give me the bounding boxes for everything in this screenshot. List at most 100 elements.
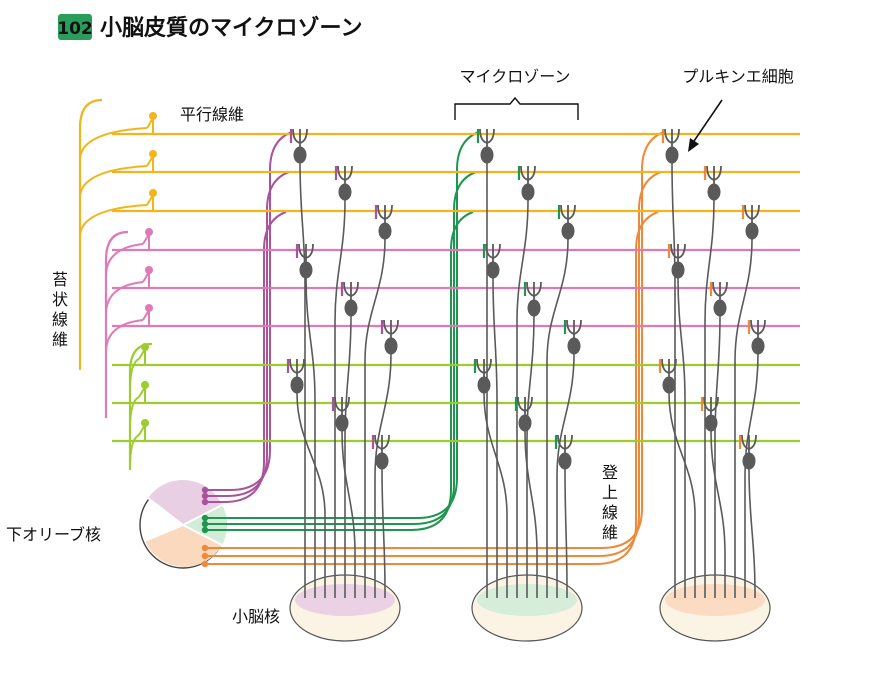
granule-cell-axon-9 <box>138 424 146 441</box>
dendrite <box>383 319 399 338</box>
figure-number-badge <box>58 14 92 40</box>
soma <box>742 452 756 470</box>
purkinje-axon-layer <box>296 162 759 598</box>
mossy-fiber-branch-2 <box>79 165 148 199</box>
granule-cell-7 <box>141 343 149 351</box>
purkinje-axon-z1-5 <box>344 315 352 598</box>
layers <box>78 98 800 642</box>
mossy-fiber-label-1: 苔 <box>52 270 68 289</box>
purkinje-cell-z1-r1-c2 <box>334 165 353 201</box>
purkinje-axon-z3-6 <box>744 353 759 598</box>
mossy-fiber-trunk-1 <box>78 98 103 370</box>
nucleus-zone-fill-1 <box>295 584 395 616</box>
mossy-fiber-branch-3 <box>79 204 148 238</box>
soma <box>558 452 572 470</box>
dendrite <box>289 358 305 377</box>
mossy-fiber-branch-8 <box>129 396 140 430</box>
purkinje-axon-z3-7 <box>668 392 696 598</box>
dendrite <box>703 396 719 415</box>
soma <box>344 299 358 317</box>
purkinje-cell-label: プルキンエ細胞 <box>682 67 794 86</box>
dendrite <box>566 319 582 338</box>
mossy-fiber-label-3: 線 <box>52 310 68 329</box>
purkinje-cell-z3-r2-c1 <box>667 243 686 279</box>
granule-cell-axon-1 <box>146 117 154 134</box>
purkinje-axon-z1-3 <box>364 238 386 598</box>
figure-title: 小脳皮質のマイクロゾーン <box>100 15 362 41</box>
mossy-fiber-branch-6 <box>105 319 144 353</box>
cerebellar-nucleus-label: 小脳核 <box>232 607 280 626</box>
purkinje-axon-z3-2 <box>704 199 715 598</box>
dendrite <box>479 128 495 147</box>
soma <box>384 337 398 355</box>
purkinje-axon-z3-4 <box>677 277 686 598</box>
climbing-fiber-z3-3 <box>205 211 659 565</box>
dendrite <box>557 434 573 453</box>
soma <box>518 414 532 432</box>
mossy-fiber-branch-4 <box>105 243 144 277</box>
granule-cell-axon-6 <box>142 309 150 326</box>
granule-cell-1 <box>149 112 157 120</box>
granule-cell-2 <box>149 150 157 158</box>
climbing-fiber-z2-1 <box>205 131 480 519</box>
soma <box>521 183 535 201</box>
purkinje-cell-z1-r3-c2 <box>331 396 350 432</box>
purkinje-cell-z3-r1-c1 <box>661 128 680 164</box>
climbing-fiber-label-2: 上 <box>602 483 618 502</box>
purkinje-axon-z3-3 <box>734 238 753 598</box>
soma <box>704 414 718 432</box>
mossy-fiber-label-2: 状 <box>52 290 68 309</box>
purkinje-cell-z3-r3-c1 <box>658 358 677 394</box>
soma <box>751 337 765 355</box>
purkinje-cell-z3-r3-c2 <box>700 396 719 432</box>
purkinje-axon-z2-6 <box>556 353 575 598</box>
soma <box>375 452 389 470</box>
granule-cell-axon-8 <box>138 386 146 403</box>
granule-cell-axon-7 <box>138 348 146 365</box>
soma <box>293 146 307 164</box>
granule-cell-axon-5 <box>142 271 150 288</box>
mossy-fiber-label-4: 維 <box>52 330 68 349</box>
soma <box>671 261 685 279</box>
purkinje-axon-z1-8 <box>341 430 356 598</box>
purkinje-axon-z1-1 <box>299 162 306 598</box>
dendrite <box>750 319 766 338</box>
mossy-fiber-branch-7 <box>129 358 140 392</box>
purkinje-cell-z2-r3-c1 <box>473 358 492 394</box>
purkinje-cell-z3-r2-c2 <box>709 281 728 317</box>
purkinje-axon-z2-5 <box>526 315 535 598</box>
nucleus-zone-fill-3 <box>665 584 765 616</box>
dendrite <box>517 396 533 415</box>
purkinje-axon-z1-4 <box>305 277 316 598</box>
mossy-fiber-branch-9 <box>129 434 140 468</box>
soma <box>290 376 304 394</box>
purkinje-cell-z2-r1-c2 <box>517 165 536 201</box>
granule-cell-axon-4 <box>142 233 150 250</box>
purkinje-axon-z3-9 <box>748 468 756 598</box>
dendrite <box>292 128 308 147</box>
granule-cell-9 <box>141 419 149 427</box>
dendrite <box>520 165 536 184</box>
climbing-fiber-layer <box>201 131 665 568</box>
purkinje-cell-z2-r3-c2 <box>514 396 533 432</box>
purkinje-cell-z2-r2-c1 <box>482 243 501 279</box>
purkinje-axon-z3-5 <box>714 315 721 598</box>
soma <box>338 183 352 201</box>
soma <box>665 146 679 164</box>
purkinje-pointer-arrow <box>688 99 723 152</box>
climbing-fiber-label-3: 線 <box>602 503 618 522</box>
dendrite <box>476 358 492 377</box>
soma <box>561 222 575 240</box>
purkinje-cell-z3-r1-c3 <box>741 204 760 240</box>
climbing-fiber-z2-3 <box>205 211 474 531</box>
dendrite <box>334 396 350 415</box>
soma <box>378 222 392 240</box>
dendrite <box>741 434 757 453</box>
dendrite <box>706 165 722 184</box>
purkinje-cell-z2-r1-c3 <box>557 204 576 240</box>
dendrite <box>374 434 390 453</box>
mossy-fiber-branch-1 <box>79 127 148 161</box>
purkinje-cell-z1-r1-c1 <box>289 128 308 164</box>
climbing-fiber-label-4: 維 <box>602 523 618 542</box>
